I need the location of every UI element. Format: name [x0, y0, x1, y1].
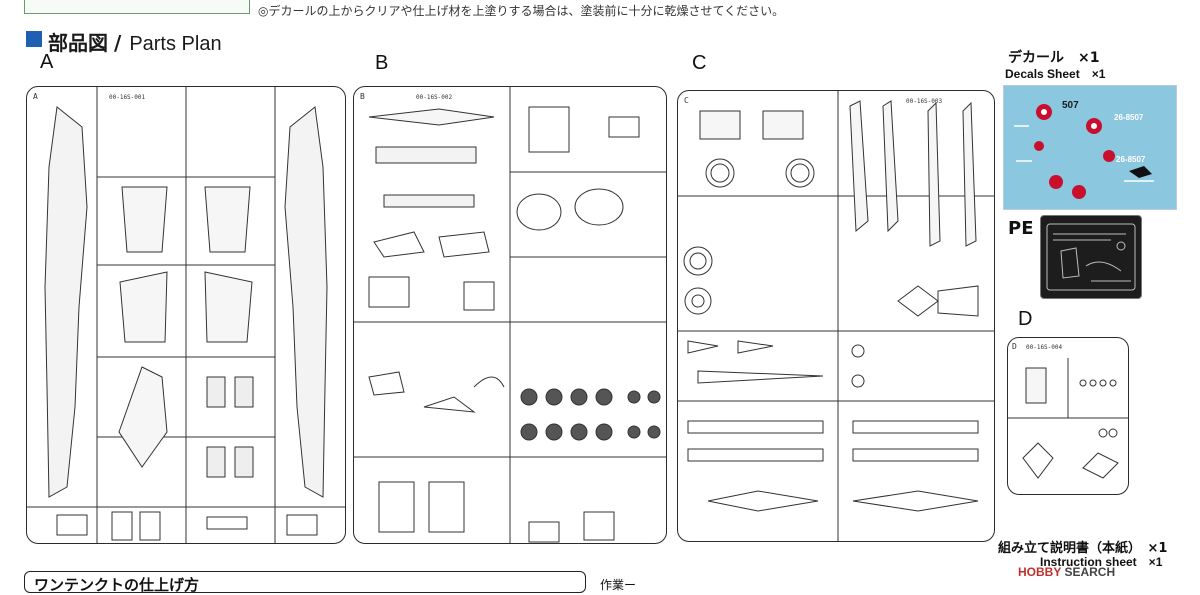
watermark-brand: HOBBY: [1018, 565, 1062, 579]
sprue-c-frame: C 00-16S-003: [677, 90, 995, 542]
sprue-d-code: 00-16S-004: [1026, 344, 1063, 351]
instruction-sheet-title-en: Instruction sheet ×1: [1040, 555, 1163, 569]
sprue-b-drawing: B 00-16S-002: [354, 87, 666, 543]
sprue-d-frame: D 00-16S-004: [1007, 337, 1129, 495]
decal-sheet-drawing: 507 26-8507 26-8507: [1014, 100, 1154, 199]
section-title-separator: /: [114, 31, 122, 55]
paint-note: ◎デカールの上からクリアや仕上げ材を上塗りする場合は、塗装前に十分に乾燥させてく…: [258, 4, 785, 18]
section-title-en: Parts Plan: [129, 33, 222, 55]
decal-sheet-title-jp: デカール ×1: [1008, 50, 1100, 66]
header-tab-box: [24, 0, 250, 14]
decal-marking-507: 507: [1062, 100, 1079, 111]
sprue-d-drawing: D 00-16S-004: [1008, 342, 1128, 479]
photo-etch-fret: [1040, 215, 1142, 299]
watermark-suffix: SEARCH: [1064, 565, 1116, 579]
sprue-a-corner-label: A: [33, 92, 38, 101]
sprue-letter-d: D: [1018, 308, 1033, 330]
sprue-d-corner-label: D: [1012, 342, 1017, 351]
sprue-letter-a: A: [40, 51, 54, 73]
sprue-b-code: 00-16S-002: [416, 94, 453, 101]
sprue-a-frame: A 00-16S-001: [26, 86, 346, 544]
decal-sheet-title-en: Decals Sheet ×1: [1005, 67, 1106, 81]
sprue-b-corner-label: B: [360, 92, 365, 101]
sprue-c-corner-label: C: [684, 96, 689, 105]
sprue-a-code: 00-16S-001: [109, 94, 146, 101]
section-marker-square: [26, 31, 42, 47]
sprue-a-drawing: A 00-16S-001: [27, 87, 345, 543]
decal-marking-serial-1: 26-8507: [1114, 113, 1144, 122]
sprue-letter-c: C: [692, 52, 707, 74]
section-title-jp: 部品図: [48, 31, 108, 55]
sprue-letter-b: B: [375, 52, 389, 74]
section-title: 部品図/ Parts Plan: [48, 27, 222, 56]
pe-label: PE: [1008, 218, 1034, 239]
decal-marking-serial-2: 26-8507: [1116, 155, 1146, 164]
watermark: HOBBY SEARCH: [1018, 565, 1115, 579]
instruction-sheet-title-jp: 組み立て説明書（本紙） ×1: [998, 541, 1168, 556]
sprue-c-code: 00-16S-003: [906, 98, 943, 105]
photo-etch-drawing: [1046, 223, 1136, 291]
sprue-c-drawing: C 00-16S-003: [678, 91, 994, 541]
sprue-b-frame: B 00-16S-002: [353, 86, 667, 544]
decal-sheet-image: 507 26-8507 26-8507: [1003, 85, 1177, 210]
